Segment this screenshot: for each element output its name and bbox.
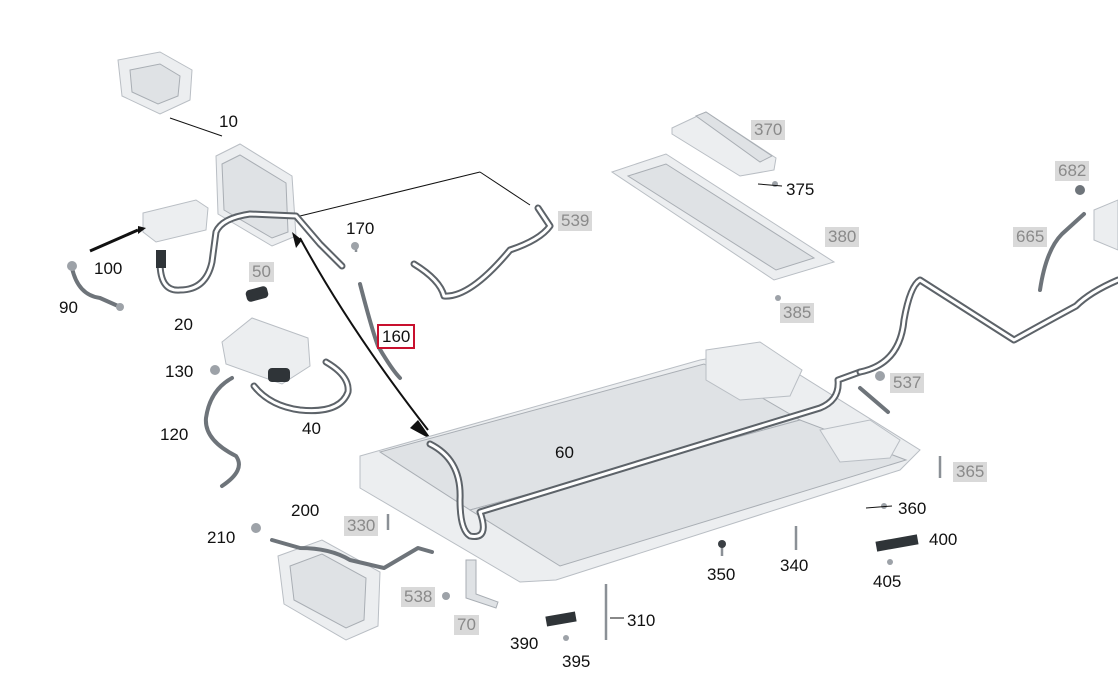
label-375[interactable]: 375	[786, 180, 815, 199]
label-20[interactable]: 20	[174, 315, 193, 334]
label-90[interactable]: 90	[59, 298, 78, 317]
pointer-arrow	[292, 232, 432, 440]
part-390-clip	[545, 611, 577, 627]
label-665[interactable]: 665	[1013, 227, 1048, 247]
label-539[interactable]: 539	[558, 211, 593, 231]
label-210[interactable]: 210	[207, 528, 236, 547]
label-200[interactable]: 200	[291, 501, 320, 520]
part-538-nut	[442, 592, 450, 600]
leader-lines	[610, 183, 893, 619]
label-537[interactable]: 537	[890, 373, 925, 393]
part-100-module	[89, 199, 209, 253]
part-60-battery-pack	[359, 341, 921, 583]
label-170[interactable]: 170	[346, 219, 375, 238]
label-405[interactable]: 405	[873, 572, 902, 591]
label-60[interactable]: 60	[555, 443, 574, 462]
part-375-bolt	[772, 181, 778, 187]
label-360[interactable]: 360	[898, 499, 927, 518]
label-350[interactable]: 350	[707, 565, 736, 584]
label-40[interactable]: 40	[302, 419, 321, 438]
label-310[interactable]: 310	[627, 611, 656, 630]
part-20-cable	[156, 210, 346, 294]
part-350-bolt	[718, 540, 726, 556]
label-400[interactable]: 400	[929, 530, 958, 549]
part-539-cable	[410, 204, 554, 300]
label-70[interactable]: 70	[454, 615, 479, 635]
part-360-nut	[881, 503, 887, 509]
part-90-cable	[67, 261, 124, 311]
part-405-nut	[887, 559, 893, 565]
part-400-bracket	[875, 534, 919, 552]
part-395-nut	[563, 635, 569, 641]
part-385-bolt	[775, 295, 781, 301]
label-50[interactable]: 50	[249, 262, 274, 282]
part-120-cable	[203, 365, 241, 488]
part-380-cover	[610, 153, 836, 281]
label-370[interactable]: 370	[751, 120, 786, 140]
part-50-connector	[245, 286, 269, 302]
label-160-highlighted[interactable]: 160	[377, 324, 416, 349]
part-370-bracket	[671, 111, 777, 177]
part-10-control-unit	[117, 51, 223, 137]
part-682-bolt	[1075, 185, 1085, 195]
label-365[interactable]: 365	[953, 462, 988, 482]
label-330[interactable]: 330	[344, 516, 379, 536]
label-120[interactable]: 120	[160, 425, 189, 444]
part-170-bolt	[351, 242, 359, 252]
label-385[interactable]: 385	[780, 303, 815, 323]
label-682[interactable]: 682	[1055, 161, 1090, 181]
part-200-motor	[270, 538, 434, 641]
label-340[interactable]: 340	[780, 556, 809, 575]
label-390[interactable]: 390	[510, 634, 539, 653]
part-210-bolt	[251, 523, 261, 533]
label-130[interactable]: 130	[165, 362, 194, 381]
label-538[interactable]: 538	[401, 587, 436, 607]
part-40-harness	[221, 317, 352, 415]
label-10[interactable]: 10	[219, 112, 238, 131]
label-100[interactable]: 100	[94, 259, 123, 278]
label-380[interactable]: 380	[825, 227, 860, 247]
label-395[interactable]: 395	[562, 652, 591, 671]
part-70-bracket	[465, 559, 499, 609]
part-537-connector	[858, 371, 890, 414]
part-665-cable	[856, 199, 1118, 376]
